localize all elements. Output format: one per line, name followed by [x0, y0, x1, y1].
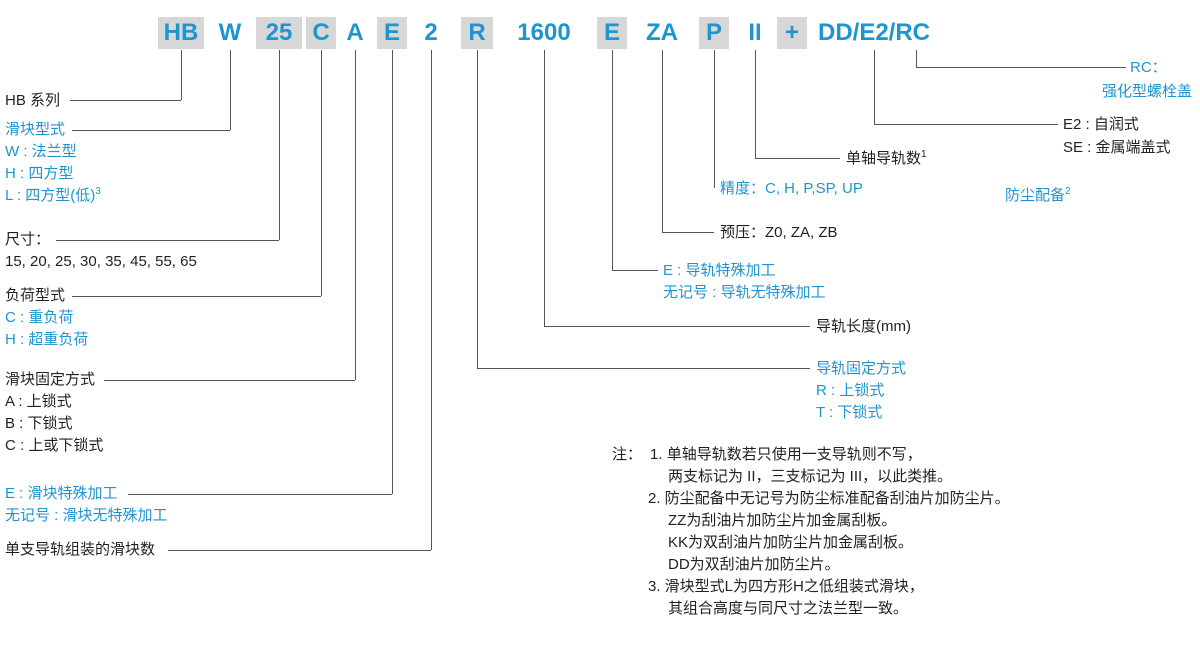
- label-slider-type-title: 滑块型式: [5, 121, 66, 138]
- note-line: ZZ为刮油片加防尘片加金属刮板。: [668, 512, 897, 529]
- label-load-type-title: 负荷型式: [5, 287, 66, 304]
- label-size-title: 尺寸：: [5, 231, 51, 248]
- label-slider-fixing-option-c: C : 上或下锁式: [5, 437, 104, 454]
- label-slider-type-option-h: H : 四方型: [5, 165, 74, 182]
- code-segment-rail-count: II: [748, 19, 762, 46]
- label-rail-fixing-option-r: R : 上锁式: [816, 382, 885, 399]
- leader-line: [431, 50, 432, 550]
- code-segment-suffix: DD/E2/RC: [817, 19, 931, 46]
- label-rail-fixing-title: 导轨固定方式: [816, 360, 907, 377]
- leader-line: [612, 50, 613, 270]
- code-segment-slider-count: 2: [424, 19, 438, 46]
- leader-line: [477, 368, 810, 369]
- code-segment-slider-special: E: [377, 17, 407, 49]
- leader-line: [56, 240, 279, 241]
- code-segment-rail-fixing: R: [461, 17, 493, 49]
- label-size-values: 15, 20, 25, 30, 35, 45, 55, 65: [5, 253, 197, 270]
- note-line: 2. 防尘配备中无记号为防尘标准配备刮油片加防尘片。: [648, 490, 1010, 507]
- label-slider-machining-none: 无记号 : 滑块无特殊加工: [5, 507, 168, 524]
- leader-line: [544, 50, 545, 326]
- note-ref-1: 1: [921, 149, 927, 160]
- label-load-option-c: C : 重负荷: [5, 309, 74, 326]
- code-segment-rail-special: E: [597, 17, 627, 49]
- leader-line: [544, 326, 810, 327]
- label-slider-fixing-option-a: A : 上锁式: [5, 393, 72, 410]
- leader-line: [128, 494, 392, 495]
- leader-line: [72, 296, 321, 297]
- label-se: SE : 金属端盖式: [1063, 139, 1171, 156]
- leader-line: [181, 50, 182, 100]
- note-line: DD为双刮油片加防尘片。: [668, 556, 840, 573]
- leader-line: [755, 50, 756, 158]
- notes-block: 注： 1. 单轴导轨数若只使用一支导轨则不写， 两支标记为 II，三支标记为 II…: [612, 444, 1010, 620]
- label-dust-protection: 防尘配备2: [1005, 186, 1071, 205]
- leader-line: [662, 232, 714, 233]
- leader-line: [874, 124, 1058, 125]
- note-line: 两支标记为 II，三支标记为 III，以此类推。: [668, 468, 953, 485]
- label-slider-fixing-option-b: B : 下锁式: [5, 415, 73, 432]
- leader-line: [321, 50, 322, 296]
- leader-line: [662, 50, 663, 232]
- leader-line: [72, 130, 230, 131]
- code-segment-load-type: C: [306, 17, 336, 49]
- code-segment-preload: ZA: [646, 19, 678, 46]
- note-ref-3: 3: [95, 186, 101, 197]
- leader-line: [70, 100, 181, 101]
- notes-prefix: 注：: [612, 446, 643, 463]
- label-rail-machining-none: 无记号 : 导轨无特殊加工: [663, 284, 826, 301]
- note-line: 3. 滑块型式L为四方形H之低组装式滑块，: [648, 578, 924, 595]
- note-line: 注： 1. 单轴导轨数若只使用一支导轨则不写，: [612, 444, 1010, 466]
- label-rails-per-axis: 单轴导轨数1: [846, 149, 927, 168]
- code-segment-size: 25: [256, 17, 302, 49]
- label-slider-type-option-l: L : 四方型(低)3: [5, 186, 101, 205]
- note-line: 其组合高度与同尺寸之法兰型一致。: [668, 600, 909, 617]
- leader-line: [355, 50, 356, 380]
- slider-type-option-l-text: L : 四方型(低): [5, 187, 96, 204]
- note-ref-2: 2: [1065, 186, 1071, 197]
- note-line: KK为双刮油片加防尘片加金属刮板。: [668, 534, 914, 551]
- label-slider-machining-e: E : 滑块特殊加工: [5, 485, 118, 502]
- label-preload: 预压：Z0, ZA, ZB: [720, 224, 838, 241]
- leader-line: [755, 158, 840, 159]
- label-rc-desc: 强化型螺栓盖: [1102, 83, 1193, 100]
- leader-line: [916, 67, 1126, 68]
- leader-line: [279, 50, 280, 240]
- leader-line: [612, 270, 658, 271]
- code-segment-rail-length: 1600: [517, 19, 571, 46]
- label-slider-fixing-title: 滑块固定方式: [5, 371, 96, 388]
- label-e2: E2 : 自润式: [1063, 116, 1139, 133]
- label-slider-type-option-w: W : 法兰型: [5, 143, 77, 160]
- leader-line: [477, 50, 478, 368]
- label-rail-fixing-option-t: T : 下锁式: [816, 404, 883, 421]
- label-hb-series: HB 系列: [5, 92, 61, 109]
- code-segment-plus: +: [777, 17, 807, 49]
- dust-protection-text: 防尘配备: [1005, 187, 1066, 204]
- label-rc-title: RC：: [1130, 59, 1167, 76]
- label-blocks-per-rail: 单支导轨组装的滑块数: [5, 541, 156, 558]
- leader-line: [916, 50, 917, 67]
- label-rail-machining-e: E : 导轨特殊加工: [663, 262, 776, 279]
- code-segment-accuracy: P: [699, 17, 729, 49]
- label-accuracy: 精度：C, H, P,SP, UP: [720, 180, 863, 197]
- code-segment-slider-fixing: A: [346, 19, 364, 46]
- label-rail-length: 导轨长度(mm): [816, 318, 911, 335]
- label-load-option-h: H : 超重负荷: [5, 331, 89, 348]
- code-segment-slider-type: W: [218, 19, 242, 46]
- leader-line: [392, 50, 393, 494]
- leader-line: [104, 380, 355, 381]
- leader-line: [168, 550, 431, 551]
- rails-per-axis-text: 单轴导轨数: [846, 150, 922, 167]
- leader-line: [874, 50, 875, 124]
- leader-line: [230, 50, 231, 130]
- leader-line: [714, 50, 715, 188]
- code-segment-series: HB: [158, 17, 204, 49]
- note-text: 1. 单轴导轨数若只使用一支导轨则不写，: [650, 446, 922, 463]
